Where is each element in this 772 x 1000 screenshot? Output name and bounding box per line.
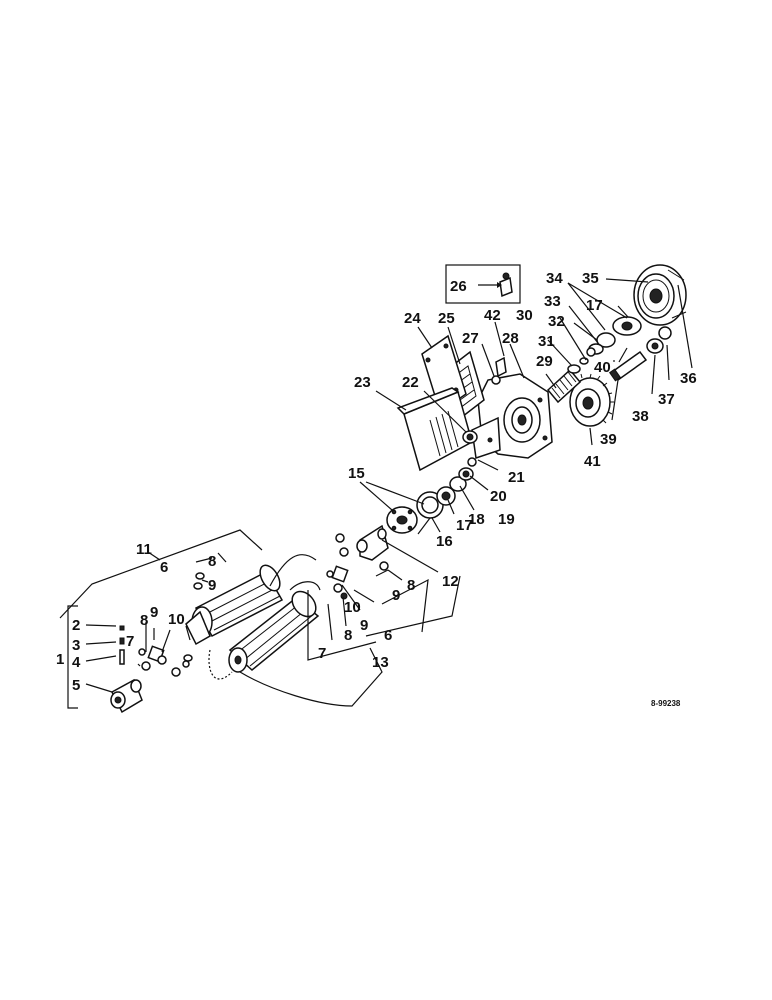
callout-16: 16 — [436, 533, 453, 550]
yoke-right — [326, 524, 389, 578]
callout-6: 6 — [384, 627, 392, 644]
grease-fitting — [499, 272, 513, 298]
bearings-right — [588, 316, 672, 355]
callout-41: 41 — [584, 453, 601, 470]
callout-29: 29 — [536, 353, 553, 370]
callout-27: 27 — [462, 330, 479, 347]
flange-yoke — [386, 506, 418, 534]
callout-10: 10 — [168, 611, 185, 628]
callout-17: 17 — [586, 297, 603, 314]
callout-34: 34 — [546, 270, 563, 287]
callout-22: 22 — [402, 374, 419, 391]
callout-4: 4 — [72, 654, 81, 671]
pinion-gear — [546, 368, 582, 404]
seal-stack — [416, 457, 477, 519]
callout-9: 9 — [360, 617, 368, 634]
callout-38: 38 — [632, 408, 649, 425]
outer-tube — [185, 564, 284, 646]
callout-30: 30 — [516, 307, 533, 324]
shaft — [608, 350, 648, 382]
gearbox-housing — [471, 356, 553, 459]
callout-7: 7 — [126, 633, 134, 650]
callout-39: 39 — [600, 431, 617, 448]
callout-12: 12 — [442, 573, 459, 590]
callouts: 1 2 3 4 5 6 6 7 7 8 8 8 8 9 9 9 9 10 10 … — [56, 270, 697, 694]
callout-6: 6 — [160, 559, 168, 576]
callout-20: 20 — [490, 488, 507, 505]
callout-23: 23 — [354, 374, 371, 391]
callout-32: 32 — [548, 313, 565, 330]
drawing-code: 8-99238 — [651, 699, 681, 708]
callout-3: 3 — [72, 637, 80, 654]
callout-18: 18 — [468, 511, 485, 528]
callout-8: 8 — [407, 577, 415, 594]
callout-7: 7 — [318, 645, 326, 662]
callout-31: 31 — [538, 333, 555, 350]
callout-11: 11 — [136, 541, 152, 558]
callout-8: 8 — [344, 627, 352, 644]
callout-13: 13 — [372, 654, 389, 671]
large-gear — [567, 373, 614, 427]
callout-25: 25 — [438, 310, 455, 327]
callout-10: 10 — [344, 599, 361, 616]
callout-19: 19 — [498, 511, 515, 528]
callout-24: 24 — [404, 310, 421, 327]
callout-8: 8 — [140, 612, 148, 629]
inner-tube — [228, 554, 320, 673]
callout-9: 9 — [150, 604, 158, 621]
callout-37: 37 — [658, 391, 675, 408]
callout-5: 5 — [72, 677, 80, 694]
callout-8: 8 — [208, 553, 216, 570]
callout-17: 17 — [456, 517, 473, 534]
callout-15: 15 — [348, 465, 365, 482]
callout-9: 9 — [208, 577, 216, 594]
parts-illustration — [110, 264, 687, 714]
yoke-left — [110, 572, 205, 714]
shield — [396, 387, 473, 472]
fitting-box — [445, 264, 521, 304]
callout-21: 21 — [508, 469, 525, 486]
callout-1: 1 — [56, 651, 64, 668]
callout-2: 2 — [72, 617, 80, 634]
pulley — [633, 264, 687, 326]
callout-40: 40 — [594, 359, 611, 376]
callout-28: 28 — [502, 330, 519, 347]
callout-42: 42 — [484, 307, 501, 324]
cross-bearing — [331, 565, 349, 600]
callout-36: 36 — [680, 370, 697, 387]
callout-9: 9 — [392, 587, 400, 604]
callout-26: 26 — [450, 278, 467, 295]
callout-33: 33 — [544, 293, 561, 310]
callout-35: 35 — [582, 270, 599, 287]
leader-lines — [59, 264, 693, 709]
